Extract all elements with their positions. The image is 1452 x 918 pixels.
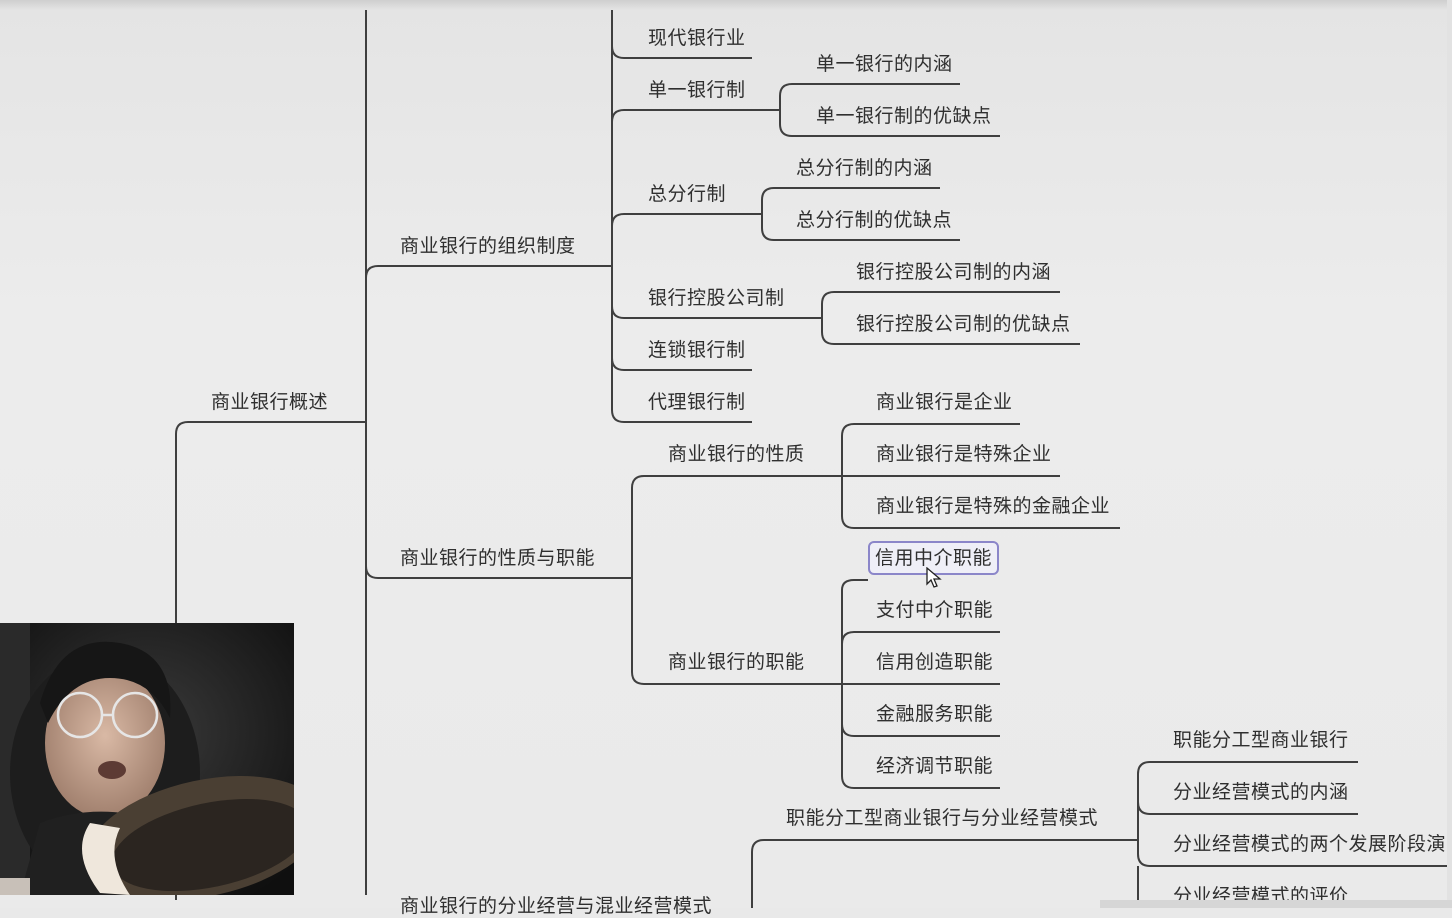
line-org xyxy=(365,265,612,279)
line-nature-trunk xyxy=(631,475,842,489)
bottom-bar xyxy=(1100,900,1452,908)
line-unit xyxy=(611,109,780,123)
line-branch-c1 xyxy=(761,187,940,201)
node-func-financial-service[interactable]: 金融服务职能 xyxy=(876,703,994,725)
line-sep-c1 xyxy=(1137,761,1358,840)
line-holding-c2 xyxy=(821,304,1080,345)
line-mode-trunk xyxy=(751,839,1138,908)
line-agency xyxy=(611,409,752,423)
node-branch-meaning[interactable]: 总分行制的内涵 xyxy=(796,157,933,179)
line-branch-c2 xyxy=(761,200,960,241)
node-func-payment[interactable]: 支付中介职能 xyxy=(876,599,994,621)
node-sep-1[interactable]: 职能分工型商业银行 xyxy=(1173,729,1349,751)
node-branch-banking[interactable]: 总分行制 xyxy=(648,183,727,205)
node-sep-2[interactable]: 分业经营模式的内涵 xyxy=(1173,781,1349,803)
node-func-credit-intermediary[interactable]: 信用中介职能 xyxy=(868,541,1000,575)
line-branch xyxy=(611,213,762,227)
node-modern-banking[interactable]: 现代银行业 xyxy=(648,27,746,49)
line-nature-trunk2 xyxy=(631,488,842,685)
node-chain-banking[interactable]: 连锁银行制 xyxy=(648,339,746,361)
node-agency-banking[interactable]: 代理银行制 xyxy=(648,391,746,413)
node-unit-pros-cons[interactable]: 单一银行制的优缺点 xyxy=(816,105,992,127)
node-holding[interactable]: 银行控股公司制 xyxy=(648,287,785,309)
line-func-c4 xyxy=(841,723,1000,737)
line-func-c2 xyxy=(841,631,1000,645)
node-nature-2[interactable]: 商业银行是特殊企业 xyxy=(876,443,1052,465)
line-nature xyxy=(365,565,632,579)
line-sep-c2 xyxy=(1137,801,1358,815)
webcam-overlay xyxy=(0,623,294,895)
line-root xyxy=(175,421,366,900)
node-sep-3[interactable]: 分业经营模式的两个发展阶段演变 xyxy=(1173,833,1452,855)
line-func-top xyxy=(841,579,868,591)
node-operation-mode[interactable]: 商业银行的分业经营与混业经营模式 xyxy=(400,895,713,917)
node-func-credit-creation[interactable]: 信用创造职能 xyxy=(876,651,994,673)
node-unit-banking[interactable]: 单一银行制 xyxy=(648,79,746,101)
line-nature-c1 xyxy=(841,423,1020,437)
top-shade xyxy=(0,0,1452,10)
webcam-image xyxy=(0,623,294,895)
node-nature[interactable]: 商业银行的性质 xyxy=(668,443,805,465)
line-sep-c3 xyxy=(1137,840,1452,867)
node-unit-meaning[interactable]: 单一银行的内涵 xyxy=(816,53,953,75)
line-unit-trunk xyxy=(779,83,960,97)
node-separate-mode[interactable]: 职能分工型商业银行与分业经营模式 xyxy=(786,807,1099,829)
node-holding-meaning[interactable]: 银行控股公司制的内涵 xyxy=(856,261,1052,283)
line-nature-c3 xyxy=(841,476,1120,529)
node-func-economic-regulation[interactable]: 经济调节职能 xyxy=(876,755,994,777)
node-functions[interactable]: 商业银行的职能 xyxy=(668,651,805,673)
line-chain xyxy=(611,357,752,371)
node-branch-pros-cons[interactable]: 总分行制的优缺点 xyxy=(796,209,953,231)
node-root[interactable]: 商业银行概述 xyxy=(211,391,329,413)
node-nature-3[interactable]: 商业银行是特殊的金融企业 xyxy=(876,495,1111,517)
scroll-edge xyxy=(1447,0,1452,908)
node-holding-pros-cons[interactable]: 银行控股公司制的优缺点 xyxy=(856,313,1071,335)
line-func-trunk xyxy=(841,590,1000,789)
line-modern xyxy=(611,45,752,59)
line-unit-trunk2 xyxy=(779,96,1000,137)
node-nature-1[interactable]: 商业银行是企业 xyxy=(876,391,1013,413)
line-holding xyxy=(611,305,822,319)
mouse-pointer-icon xyxy=(926,567,942,588)
node-nature-functions[interactable]: 商业银行的性质与职能 xyxy=(400,547,596,569)
line-holding-c1 xyxy=(821,291,1060,305)
node-org-system[interactable]: 商业银行的组织制度 xyxy=(400,235,576,257)
